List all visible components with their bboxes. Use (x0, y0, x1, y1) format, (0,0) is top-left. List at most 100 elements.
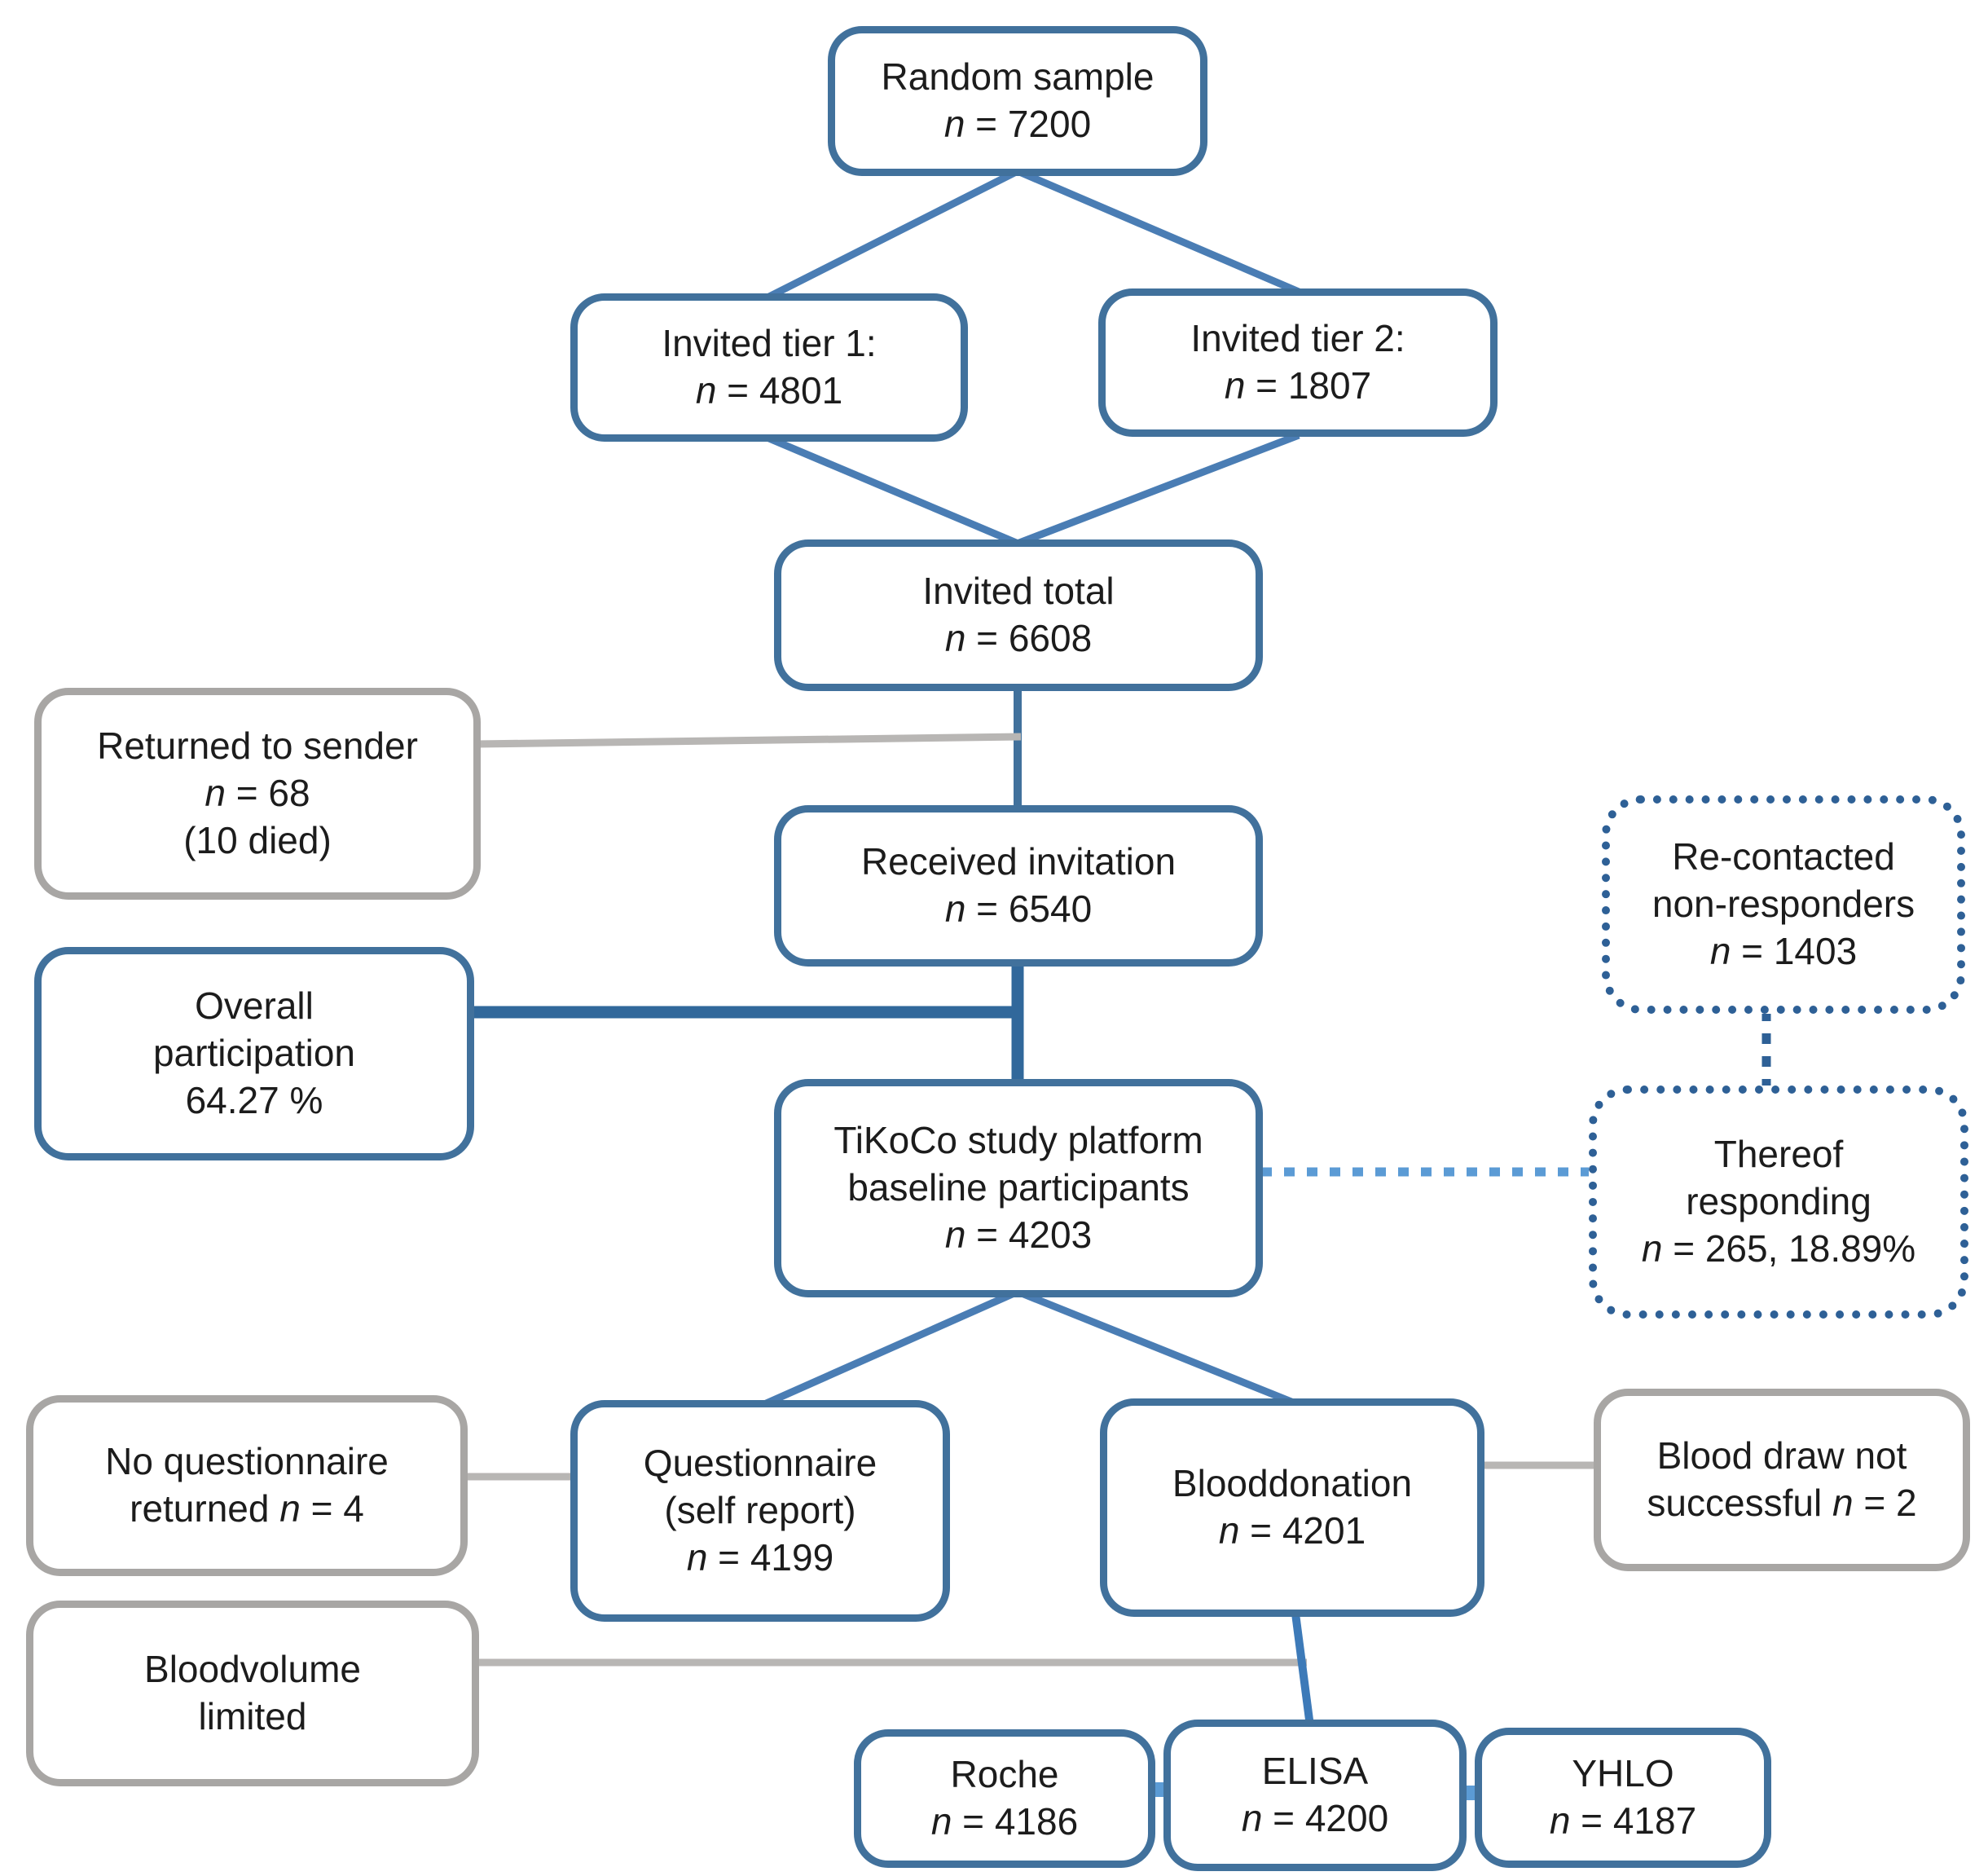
node-label: Returned to sender (97, 724, 418, 768)
node-count: n = 4186 (931, 1799, 1078, 1846)
edge-random-to-tier2 (1016, 167, 1300, 296)
node-label: YHLO (1572, 1752, 1674, 1795)
node-recontacted-nonresponders: Re-contacted non-responders n = 1403 (1602, 795, 1965, 1014)
node-label: ELISA (1261, 1750, 1369, 1793)
node-label: Invited total (922, 570, 1115, 613)
n-italic: n (943, 103, 965, 145)
n-value: = 4200 (1262, 1797, 1389, 1839)
n-value: = 4187 (1570, 1799, 1697, 1842)
node-count: n = 4187 (1550, 1798, 1696, 1845)
n-italic: n (205, 772, 226, 815)
node-label: limited (198, 1695, 307, 1737)
n-value: = 1807 (1245, 364, 1372, 407)
n-italic: n (930, 1800, 952, 1843)
n-italic: n (1218, 1509, 1240, 1552)
n-value: = 4201 (1239, 1509, 1366, 1552)
n-value: = 4199 (707, 1535, 834, 1579)
edge-tier1-to-total (767, 434, 1022, 548)
n-value: = 6540 (965, 887, 1093, 930)
node-blooddonation: Blooddonation n = 4201 (1100, 1398, 1484, 1617)
n-italic: n (279, 1487, 301, 1530)
node-blood-draw-not-successful: Blood draw not successful n = 2 (1594, 1389, 1970, 1571)
node-count: n = 6540 (945, 886, 1092, 933)
node-count: n = 265, 18.89% (1642, 1226, 1915, 1273)
node-count: n = 4801 (696, 368, 842, 415)
edge-random-to-tier1 (767, 167, 1020, 301)
node-label: No questionnaire (105, 1440, 389, 1483)
n-italic: n (695, 369, 717, 412)
node-count: returned n = 4 (130, 1486, 364, 1533)
node-count: n = 4201 (1219, 1508, 1366, 1555)
node-count: n = 4203 (945, 1212, 1092, 1259)
n-italic: n (686, 1535, 708, 1579)
node-elisa: ELISA n = 4200 (1163, 1720, 1467, 1871)
node-count: n = 6608 (945, 615, 1092, 663)
node-random-sample: Random sample n = 7200 (828, 26, 1207, 176)
node-label-part: returned (130, 1487, 270, 1530)
node-invited-tier-2: Invited tier 2: n = 1807 (1098, 288, 1498, 437)
node-received-invitation: Received invitation n = 6540 (774, 805, 1263, 967)
node-count: n = 68 (205, 770, 310, 817)
node-note: (10 died) (183, 818, 332, 861)
node-tikoco-baseline: TiKoCo study platform baseline participa… (774, 1079, 1263, 1297)
node-overall-participation: Overall participation 64.27 % (34, 947, 474, 1160)
node-roche: Roche n = 4186 (854, 1729, 1155, 1868)
node-count: n = 7200 (944, 101, 1091, 148)
n-italic: n (1241, 1797, 1263, 1839)
node-count: successful n = 2 (1647, 1480, 1916, 1527)
node-label: Bloodvolume (144, 1648, 361, 1691)
node-no-questionnaire: No questionnaire returned n = 4 (26, 1395, 468, 1576)
node-label: Invited tier 1: (662, 322, 877, 365)
node-value: 64.27 % (185, 1078, 323, 1121)
n-italic: n (1549, 1799, 1571, 1842)
edge-tikoco-to-questionnaire (761, 1288, 1019, 1409)
node-label: Random sample (881, 55, 1155, 99)
node-label: Thereof (1713, 1133, 1844, 1176)
node-label: non-responders (1652, 883, 1915, 926)
node-label: Invited tier 2: (1190, 317, 1405, 360)
node-invited-total: Invited total n = 6608 (774, 539, 1263, 691)
node-label: participation (152, 1032, 356, 1075)
n-value: = 265, 18.89% (1662, 1226, 1916, 1270)
n-value: = 4203 (965, 1213, 1093, 1256)
node-label: baseline participants (847, 1166, 1190, 1209)
node-label: Received invitation (860, 840, 1177, 883)
n-italic: n (944, 617, 966, 659)
n-italic: n (944, 1213, 966, 1256)
node-count: n = 1403 (1710, 928, 1857, 975)
n-italic: n (1641, 1226, 1663, 1270)
node-label: Overall (195, 984, 314, 1028)
node-label: Questionnaire (643, 1442, 877, 1485)
node-label: TiKoCo study platform (833, 1119, 1203, 1162)
n-value: = 68 (226, 772, 310, 815)
n-italic: n (1224, 364, 1246, 407)
node-count: n = 4200 (1242, 1795, 1388, 1843)
n-italic: n (1709, 929, 1731, 972)
node-label: Blood draw not (1656, 1434, 1907, 1477)
n-value: = 6608 (965, 617, 1093, 659)
node-yhlo: YHLO n = 4187 (1475, 1728, 1771, 1868)
node-bloodvolume-limited: Bloodvolume limited (26, 1601, 479, 1786)
node-label: Blooddonation (1172, 1462, 1413, 1505)
node-label: responding (1686, 1180, 1871, 1223)
node-label: Roche (950, 1753, 1059, 1796)
node-thereof-responding: Thereof responding n = 265, 18.89% (1589, 1086, 1968, 1319)
node-invited-tier-1: Invited tier 1: n = 4801 (570, 293, 968, 442)
node-label: (self report) (664, 1489, 856, 1532)
n-value: = 7200 (965, 103, 1092, 145)
node-label-part: successful (1647, 1482, 1823, 1524)
n-value: = 2 (1853, 1482, 1917, 1524)
n-italic: n (944, 887, 966, 930)
node-label: Re-contacted (1672, 835, 1895, 879)
node-returned-to-sender: Returned to sender n = 68 (10 died) (34, 688, 481, 900)
n-value: = 4186 (952, 1800, 1079, 1843)
edge-blooddonation-to-elisa (1291, 1613, 1314, 1727)
edge-returned-to-flow (476, 733, 1022, 748)
edge-tikoco-to-blooddonation (1016, 1288, 1297, 1407)
n-italic: n (1832, 1482, 1854, 1524)
node-count: n = 4199 (687, 1535, 833, 1582)
node-count: n = 1807 (1225, 363, 1371, 410)
n-value: = 1403 (1731, 929, 1858, 972)
